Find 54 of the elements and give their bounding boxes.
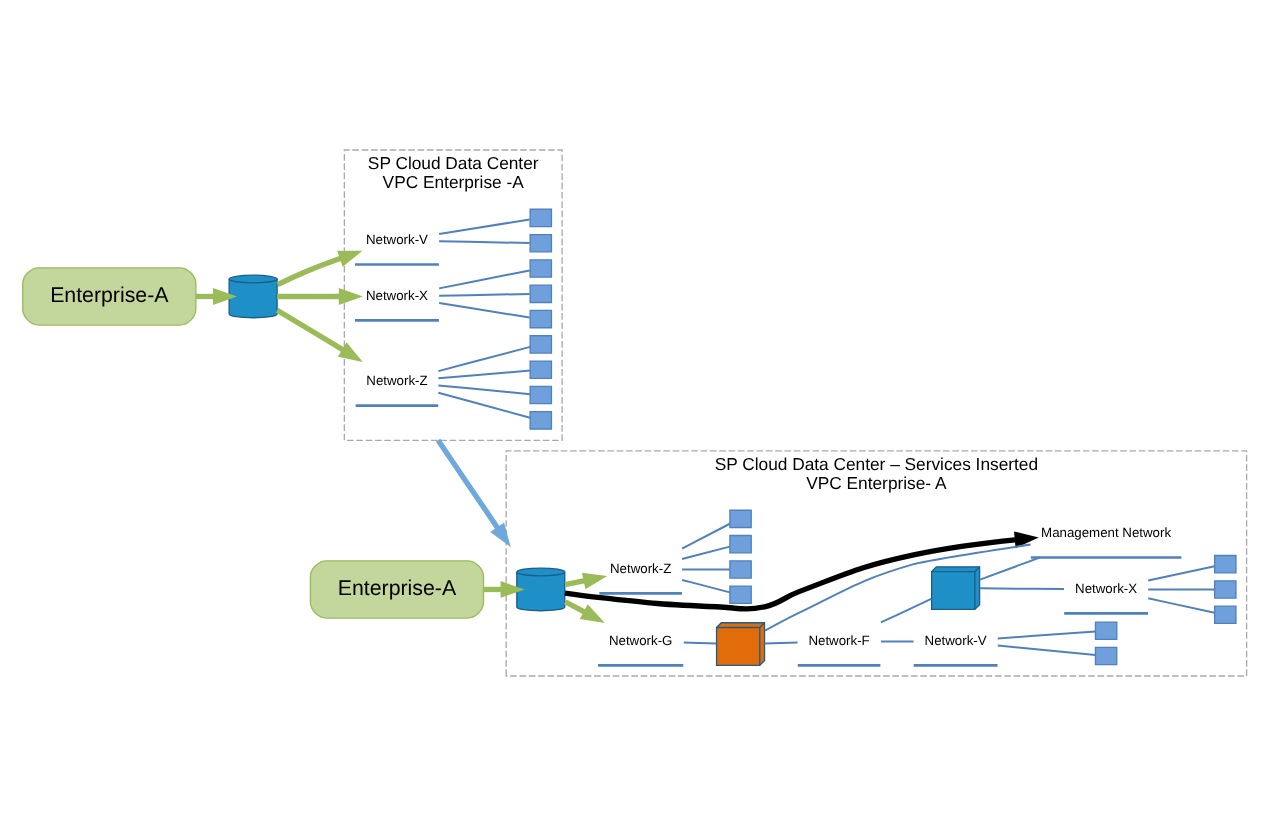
connector	[879, 596, 933, 623]
node-box	[1094, 645, 1118, 665]
arrow	[276, 249, 363, 287]
connector	[996, 643, 1097, 656]
connector	[438, 268, 531, 289]
connector	[437, 368, 532, 379]
node-box	[1214, 579, 1237, 598]
node-box: Enterprise-A	[309, 559, 485, 618]
arrow	[275, 306, 363, 361]
node-box	[529, 258, 553, 277]
arrow	[196, 287, 237, 304]
connector	[438, 239, 531, 243]
node-box	[1094, 620, 1118, 640]
node-box	[529, 384, 553, 404]
connector	[879, 639, 915, 642]
connector	[437, 390, 532, 418]
connector	[1147, 564, 1216, 581]
connector	[681, 521, 731, 549]
arrow	[277, 287, 363, 304]
node-box	[529, 283, 553, 303]
connector	[763, 640, 799, 644]
arrow	[564, 571, 608, 589]
node-box	[729, 559, 752, 578]
node-box	[529, 207, 553, 227]
connector	[437, 383, 532, 395]
connector	[979, 555, 1041, 580]
node-box	[529, 334, 553, 353]
connector	[1147, 596, 1216, 613]
connector	[996, 629, 1097, 639]
arrow	[564, 530, 1039, 611]
connector	[681, 577, 731, 593]
node-box	[729, 533, 752, 553]
node-box	[529, 232, 553, 252]
arrow	[483, 580, 525, 597]
node-box	[529, 410, 553, 429]
connector	[682, 640, 718, 644]
connector	[1147, 587, 1216, 590]
connector	[438, 301, 531, 318]
node-box	[1214, 553, 1237, 573]
connector	[979, 586, 1065, 590]
connector	[437, 344, 532, 372]
node-box	[529, 308, 553, 328]
node-box	[729, 508, 752, 528]
arrow	[563, 598, 605, 622]
arrow	[435, 437, 511, 547]
node-box	[1214, 604, 1237, 624]
node-box	[529, 359, 553, 379]
connector	[764, 542, 1032, 631]
connector	[681, 544, 731, 560]
connector	[681, 567, 731, 570]
node-box	[729, 584, 752, 604]
connector	[438, 217, 531, 234]
connector	[438, 292, 531, 296]
node-box: Enterprise-A	[22, 266, 197, 325]
